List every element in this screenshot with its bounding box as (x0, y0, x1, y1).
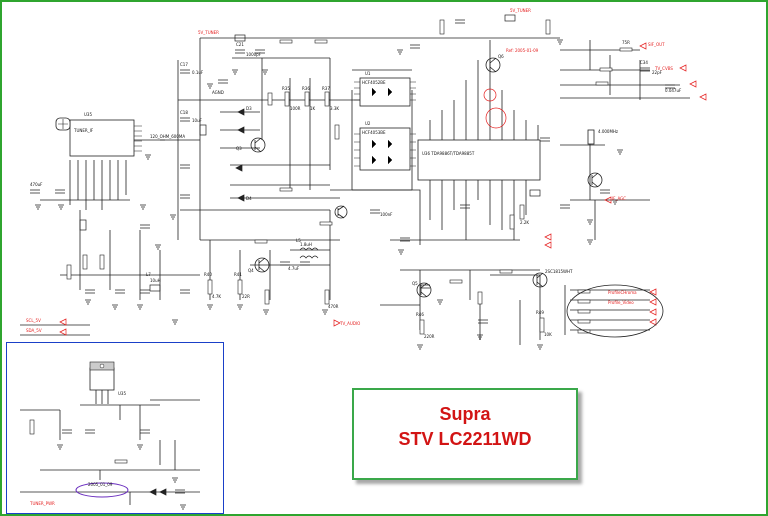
crystal-label: 4.000MHz (598, 129, 618, 134)
ref-7: C17 (180, 62, 188, 67)
ref-14: D4 (246, 196, 252, 201)
value-l2: 10uH (150, 278, 161, 283)
value-r9: 2.2K (520, 220, 529, 225)
diode-symbols (149, 108, 245, 496)
value-c0: 0.1uF (192, 70, 204, 75)
ic-u1-part-label: HCF4052BE (362, 80, 386, 85)
value-r2: 3.3K (330, 106, 339, 111)
wires (20, 37, 690, 505)
ref-3: R40 (204, 272, 212, 277)
transistor-q6-label: Q6 (498, 54, 504, 59)
inductor-symbols (79, 14, 541, 292)
ground-symbols (35, 39, 623, 510)
value-l0: 120_OHM_600MA (150, 134, 185, 139)
ic-u2-body (359, 127, 411, 171)
ref-2: R37 (322, 86, 330, 91)
ref-10: C34 (640, 60, 648, 65)
value-r1: 1K (310, 106, 316, 111)
net-scl: SCL_5V (26, 318, 41, 323)
ref-16: Q4 (248, 268, 254, 273)
ic-u2-label: U2 (365, 121, 371, 126)
regulator-label: U35 (118, 391, 126, 396)
value-c6: 4.7uF (288, 266, 300, 271)
ref-15: Q3 (236, 146, 242, 151)
value-r8: 470R (328, 304, 339, 309)
date-note-label: 2005_01_09 (88, 482, 113, 487)
ic-u2-part-label: HCF4053BE (362, 130, 386, 135)
value-c1: 10uF (192, 118, 203, 123)
highlight-ellipses (75, 284, 664, 498)
ic-main-body (417, 139, 541, 181)
ref-9: C21 (236, 42, 244, 47)
value-c7: 0.047uF (665, 88, 682, 93)
model-title-box: Supra STV LC2211WD (352, 388, 578, 480)
value-r0: 100R (290, 106, 301, 111)
net-out-b: Profile_Video (608, 300, 634, 305)
ic-blocks (55, 77, 595, 404)
value-l1: 1.8uH (300, 242, 312, 247)
value-c3: 22pF (652, 70, 663, 75)
net-tuner-pwr: 5V_TUNER (510, 8, 531, 13)
capacitor-symbols (30, 19, 675, 494)
ref-4: R41 (234, 272, 242, 277)
net-video-out: TV_CVBS (654, 66, 673, 71)
model-number: STV LC2211WD (398, 429, 532, 449)
power-supply-section (6, 342, 224, 514)
resistor-symbols (29, 19, 633, 464)
tuner-label: TUNER_IF (73, 128, 94, 133)
ref-8: C18 (180, 110, 188, 115)
net-audio-sif: SIF_OUT (648, 42, 665, 47)
net-sda: SDA_5V (26, 328, 42, 333)
net-ground: AGND (212, 90, 224, 95)
ic-u1-body (359, 77, 411, 107)
red-markers (59, 42, 707, 336)
ref-12: L7 (146, 272, 151, 277)
net-out-c: TV_AUDIO (339, 321, 360, 326)
value-r7: 10K (544, 332, 552, 337)
value-r5: 75R (622, 40, 630, 45)
transistor-symbols (250, 57, 603, 298)
ref-13: D3 (246, 106, 252, 111)
ref-5: R46 (416, 312, 424, 317)
value-c5: 470uF (30, 182, 43, 187)
ic-main-label: U36 TDA9886T/TDA9885T (422, 151, 475, 156)
value-r3: 4.7K (212, 294, 221, 299)
value-r6: 220R (424, 334, 435, 339)
ref-0: R35 (282, 86, 290, 91)
crystal-symbol (587, 129, 595, 145)
ref-6: R49 (536, 310, 544, 315)
ref-17: Q5 (412, 281, 418, 286)
schematic-labels: TUNER_IF U35 U1 HCF4052BE U2 HCF4053BE U… (26, 8, 682, 506)
net-tuner-vcc: 5V_TUNER (198, 30, 219, 35)
brand-name: Supra (439, 404, 491, 424)
net-ref-note: Ref: 2005-01-09 (506, 48, 539, 53)
net-out-d: TUNER_PWR (29, 501, 55, 506)
net-vif-agc: IF_AGC (612, 196, 626, 201)
ref-1: R36 (302, 86, 310, 91)
transistor-part-label: 2SC1815WHT (545, 269, 573, 274)
value-r4: 22R (242, 294, 250, 299)
ic-u1-label: U1 (365, 71, 371, 76)
net-out-a: ProfileCHroma (608, 290, 637, 295)
ic-pin-ticks (134, 81, 416, 167)
ref-11: L5 (296, 238, 301, 243)
value-c2: 1000pF (246, 52, 262, 57)
value-c4: 100nF (380, 212, 393, 217)
tuner-module-body (69, 119, 135, 157)
tuner-ref-label: U35 (84, 112, 92, 117)
